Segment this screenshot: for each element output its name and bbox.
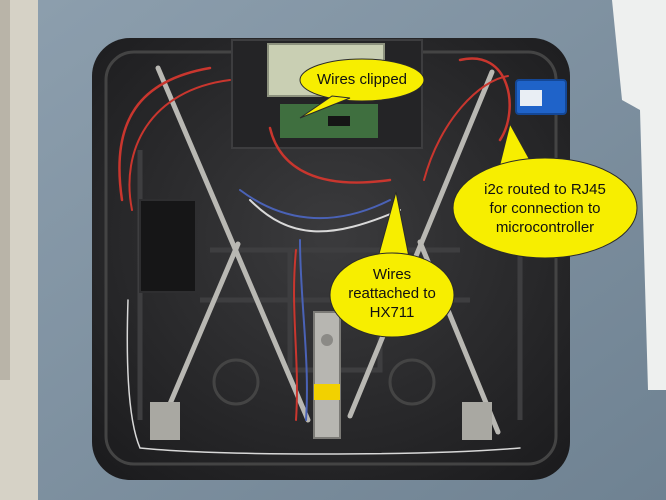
lever-bars [155,65,501,435]
yellow-tape [314,384,340,400]
wires [118,57,521,455]
pcb-chip [328,116,350,126]
callout-i2c-bubble [452,157,638,259]
left-paper-edge [0,0,10,380]
callout-shapes [299,58,638,338]
emboss-right [388,358,436,406]
emboss-left [212,358,260,406]
callout-wires-clipped-bubble [299,58,425,102]
scale-body [92,38,570,480]
right-paper [612,0,666,390]
callout-wires-clipped-pointer [299,95,351,119]
callout-i2c-text: i2c routed to RJ45 for connection to mic… [484,181,606,236]
battery-compartment [139,199,197,293]
scale-feet [150,402,492,440]
load-cell-plate [313,311,341,439]
callout-hx711-bubble [329,252,455,338]
callout-hx711-text: Wires reattached to HX711 [348,266,436,321]
rj45-port [520,90,542,106]
plate-bolt [321,334,333,346]
callout-wires-clipped-text: Wires clipped [316,71,408,88]
